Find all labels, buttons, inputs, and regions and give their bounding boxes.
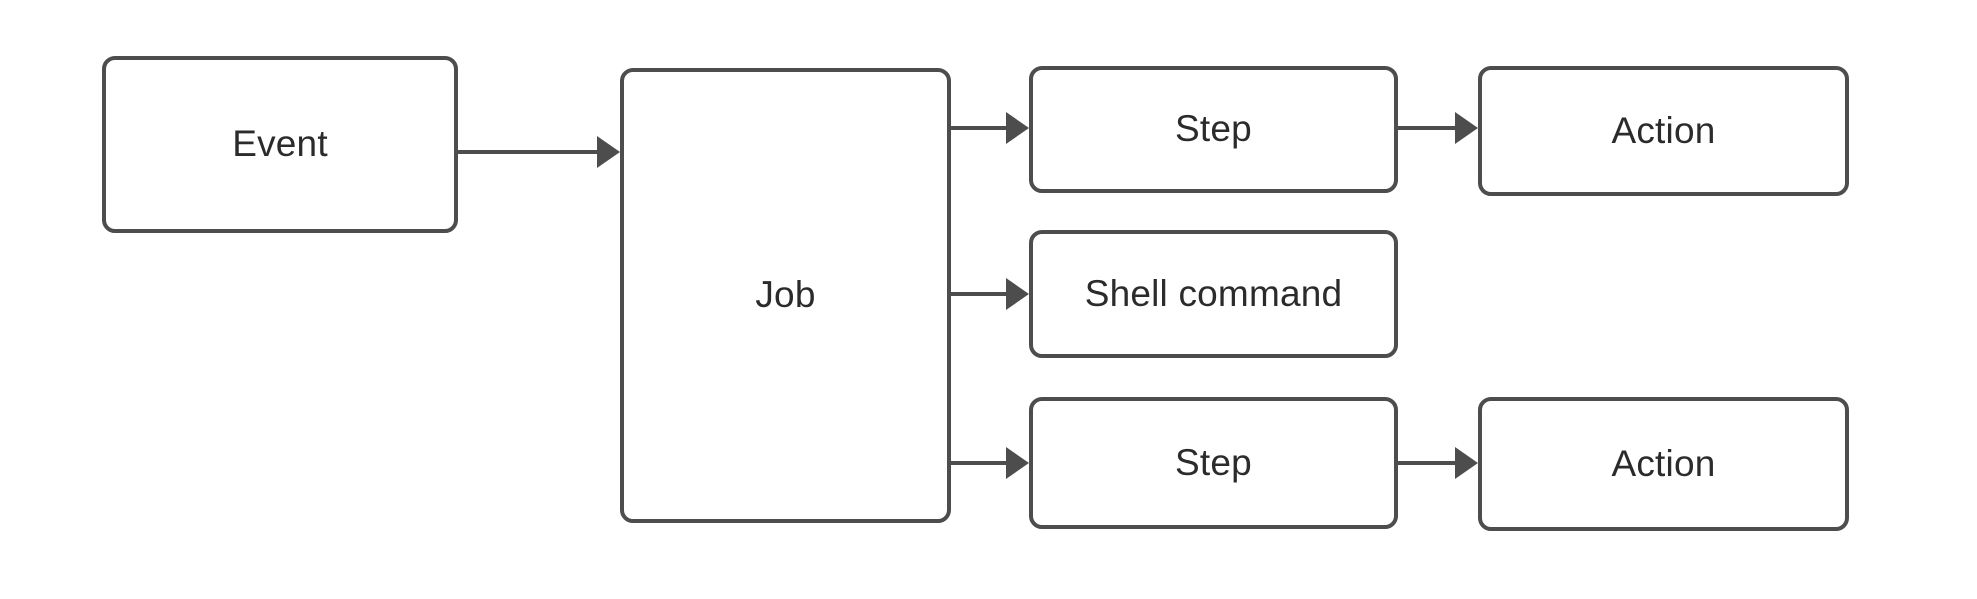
node-step-bottom-label: Step: [1175, 441, 1252, 483]
node-action-top-label: Action: [1611, 109, 1716, 151]
edge-step1-to-action1: [1398, 112, 1478, 144]
node-step-top[interactable]: Step: [1029, 66, 1398, 193]
node-step-bottom[interactable]: Step: [1029, 397, 1398, 529]
node-shell-command[interactable]: Shell command: [1029, 230, 1398, 358]
edge-job-to-step2: [951, 447, 1029, 479]
node-action-bottom-label: Action: [1611, 442, 1716, 484]
node-step-top-label: Step: [1175, 108, 1252, 150]
edge-job-to-step1: [951, 112, 1029, 144]
node-job-label: Job: [755, 274, 816, 316]
node-event-label: Event: [232, 123, 328, 165]
node-job[interactable]: Job: [620, 68, 951, 523]
edge-step2-to-action2: [1398, 447, 1478, 479]
edge-event-to-job: [458, 136, 620, 168]
edge-job-to-shell: [951, 278, 1029, 310]
node-shell-command-label: Shell command: [1084, 272, 1343, 314]
node-event[interactable]: Event: [102, 56, 458, 233]
node-action-bottom[interactable]: Action: [1478, 397, 1849, 531]
node-action-top[interactable]: Action: [1478, 66, 1849, 196]
